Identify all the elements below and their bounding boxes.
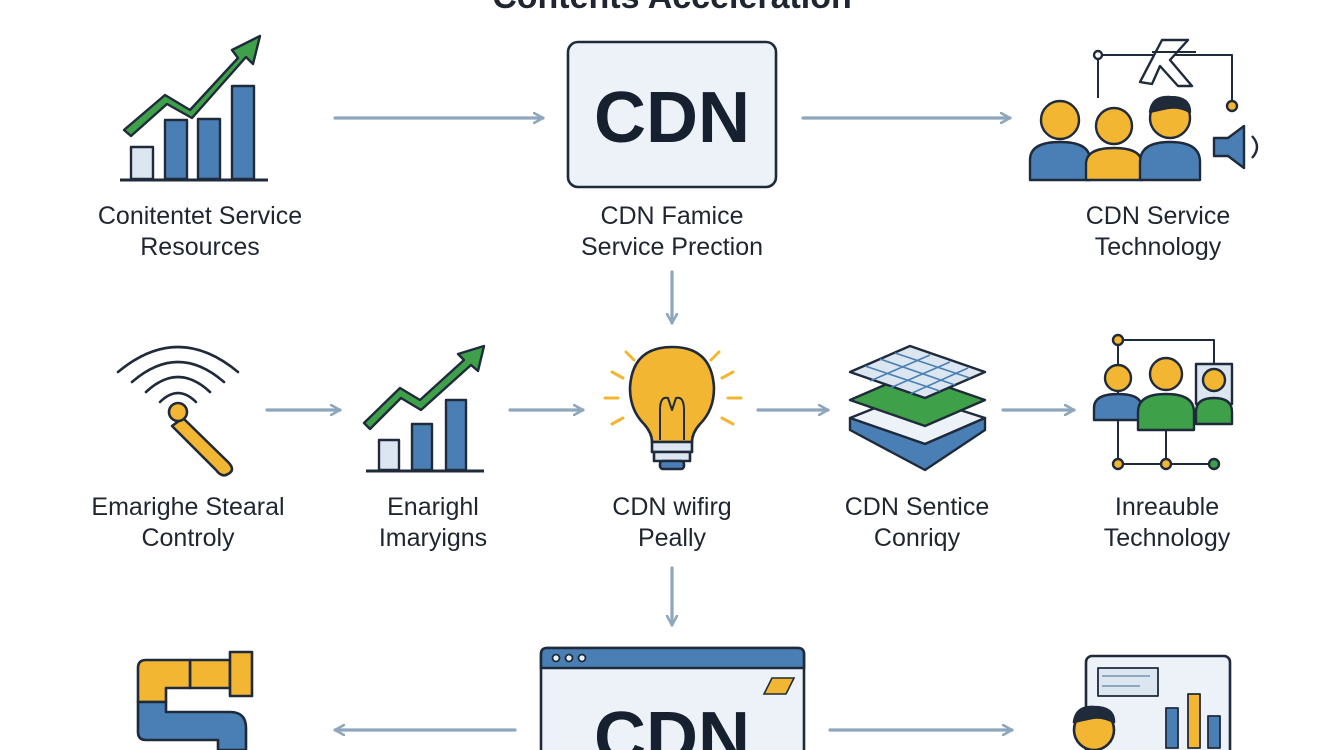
signal-tool-icon (116, 345, 240, 477)
label-line: Service Prection (580, 233, 764, 261)
cdn-box-text: CDN (594, 78, 750, 158)
label-enarighl-imaryigns: Enarighl Imaryigns (322, 492, 544, 554)
bar-chart-growth-icon-2 (362, 344, 486, 473)
users-speaker-icon (1028, 38, 1259, 182)
label-cdn-service-prection: CDN Famice Service Prection (532, 201, 812, 263)
label-line: CDN Famice (600, 202, 744, 230)
label-inreauble-technology: Inreauble Technology (1056, 492, 1278, 554)
dashboard-person-icon (1072, 654, 1232, 750)
pipe-icon (136, 650, 254, 750)
diagram-title: Contents Acceleration (0, 0, 1344, 17)
bar-chart-growth-icon (120, 34, 268, 182)
label-cdn-sentice-conriqy: CDN Sentice Conriqy (806, 492, 1028, 554)
label-line: CDN wifirg (612, 493, 732, 521)
label-line: Controly (141, 524, 235, 552)
label-line: CDN Service (1085, 202, 1231, 230)
label-line: Imaryigns (378, 524, 488, 552)
label-line: Conriqy (873, 524, 961, 552)
connector-arrows (265, 118, 1076, 730)
label-cdn-service-technology: CDN Service Technology (1018, 201, 1298, 263)
label-line: Technology (1103, 524, 1231, 552)
network-people-icon (1092, 333, 1234, 471)
label-cdn-wifirg-peally: CDN wifirg Peally (562, 492, 782, 554)
cdn-browser-icon: CDN (539, 646, 806, 750)
layers-icon (848, 344, 987, 472)
lightbulb-icon (603, 345, 743, 471)
label-line: Peally (637, 524, 707, 552)
label-line: Conitentet Service (97, 202, 303, 230)
cdn-browser-text: CDN (594, 698, 750, 750)
label-stearal-controly: Emarighe Stearal Controly (50, 492, 326, 554)
label-line: CDN Sentice (844, 493, 990, 521)
label-line: Resources (140, 233, 260, 261)
label-line: Emarighe Stearal (91, 493, 285, 521)
label-line: Enarighl (387, 493, 479, 521)
label-line: Inreauble (1114, 493, 1220, 521)
cdn-box-icon: CDN (566, 40, 778, 189)
label-line: Technology (1094, 233, 1222, 261)
label-content-resources: Conitentet Service Resources (60, 201, 340, 263)
